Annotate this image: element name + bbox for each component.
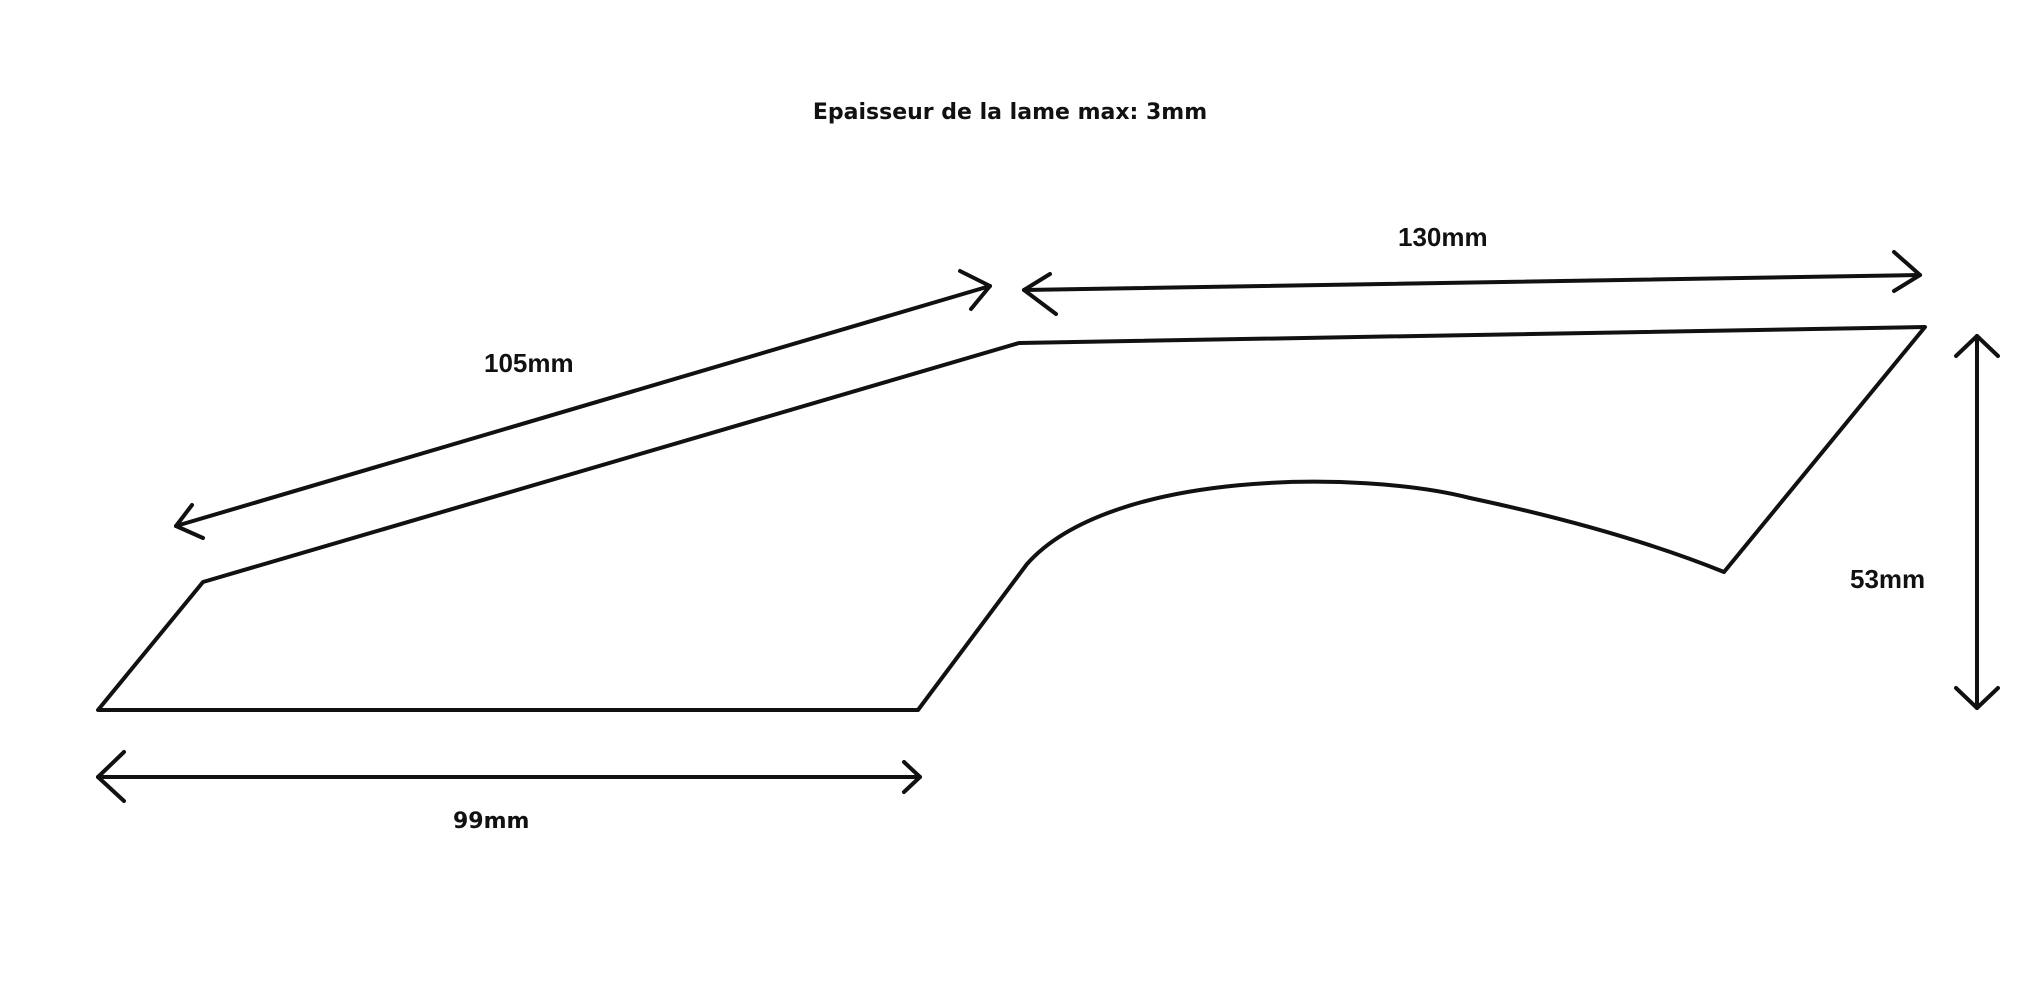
dimension-arrow-53mm xyxy=(1954,334,2000,710)
drawing-title: Epaisseur de la lame max: 3mm xyxy=(812,100,1208,125)
dimension-label-130mm: 130mm xyxy=(1398,222,1488,252)
blade-outline xyxy=(96,325,1927,712)
dimension-arrow-99mm xyxy=(96,750,922,803)
dimension-arrow-105mm xyxy=(174,269,992,540)
dimension-label-105mm: 105mm xyxy=(484,348,574,378)
dimension-arrow-130mm xyxy=(1022,250,1922,316)
dimension-label-99mm: 99mm xyxy=(453,809,530,834)
dimension-label-53mm: 53mm xyxy=(1850,564,1926,594)
